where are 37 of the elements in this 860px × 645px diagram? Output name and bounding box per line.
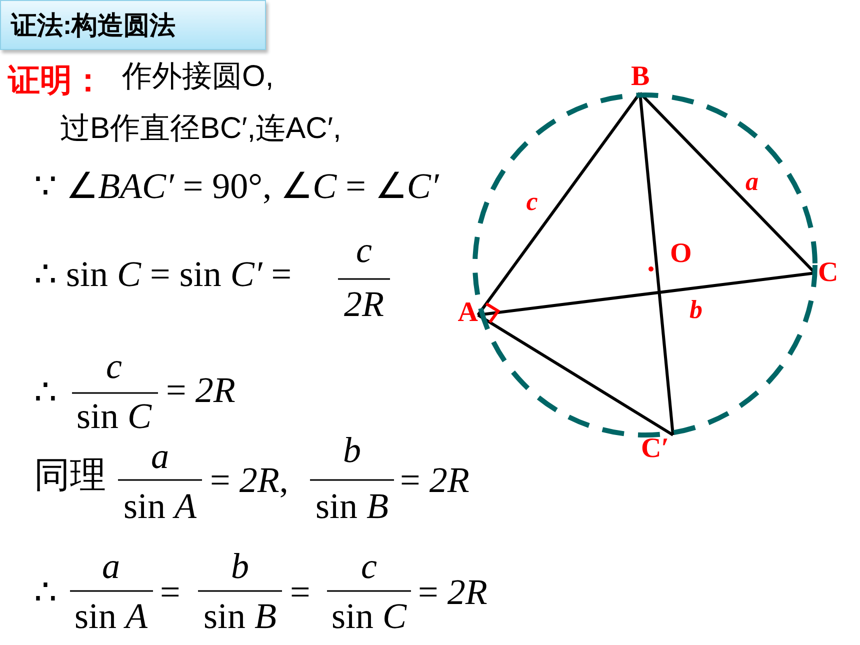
point-label: O [670, 240, 692, 268]
numerator: a [102, 548, 120, 584]
line-segment [478, 272, 816, 316]
equals-sign: = [160, 574, 180, 610]
equation: = 2R [418, 574, 488, 610]
numerator: c [361, 548, 377, 584]
numerator: b [231, 548, 249, 584]
therefore-sign: ∴ [34, 374, 57, 410]
proof-step: 同理 [34, 457, 106, 493]
proof-step: 作外接圆O, [122, 62, 274, 92]
denominator: sin B [204, 598, 276, 634]
line-segment [476, 92, 642, 316]
equation: = 2R [400, 462, 470, 498]
denominator: 2R [344, 286, 384, 322]
denominator: sin C [76, 398, 152, 434]
equation: = 2R [166, 372, 236, 408]
vertex-label: A [458, 299, 478, 327]
vertex-label: C [818, 259, 838, 287]
numerator: b [343, 432, 361, 468]
numerator: c [356, 232, 372, 268]
proof-step: 过B作直径BC′,连AC′, [60, 114, 342, 144]
equation: = 2R, [210, 462, 288, 498]
line-segment [477, 314, 674, 436]
denominator: sin B [316, 488, 388, 524]
therefore-sign: ∴ [34, 574, 57, 610]
denominator: sin C [331, 598, 407, 634]
vertex-label: B [631, 63, 650, 91]
equation: ∵ ∠BAC′ = 90°, ∠C = ∠C′ [34, 168, 439, 204]
equals-sign: = [290, 574, 310, 610]
vertex-label: C′ [641, 435, 670, 463]
numerator: a [151, 438, 169, 474]
denominator: sin A [74, 598, 148, 634]
denominator: sin A [124, 488, 196, 524]
equation: ∴ sin C = sin C′ = [34, 256, 292, 292]
numerator: c [106, 348, 122, 384]
proof-heading: 证明： [8, 64, 104, 96]
title-banner: 证法:构造圆法 [0, 0, 266, 50]
